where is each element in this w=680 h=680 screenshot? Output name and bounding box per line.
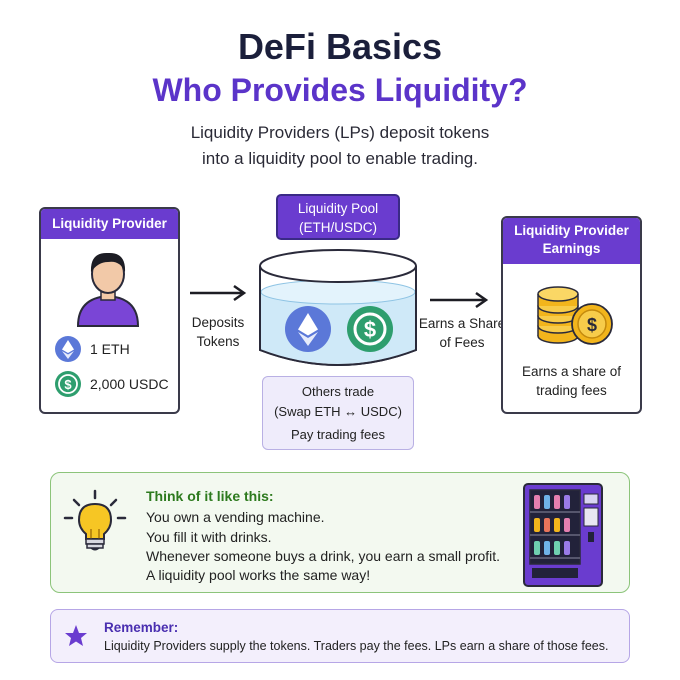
- earn-arrow-label: Earns a Share of Fees: [418, 314, 506, 352]
- star-icon: [65, 625, 87, 646]
- page-subtitle: Who Provides Liquidity?: [152, 72, 528, 108]
- svg-text:$: $: [587, 315, 597, 335]
- svg-text:$: $: [64, 377, 72, 392]
- deposit-arrow-icon: [190, 284, 247, 302]
- token-amount-usdc: 2,000 USDC: [90, 376, 169, 392]
- trade-line-1: Others trade: [301, 384, 375, 399]
- token-row-usdc: 2,000 USDC: [54, 371, 174, 399]
- earnings-text-line-1: Earns a share of: [521, 364, 622, 379]
- pool-label-line-2: (ETH/USDC): [299, 220, 377, 235]
- earnings-text-line-2: trading fees: [536, 383, 607, 398]
- trade-info-box: Others trade (Swap ETH ↔ USDC) Pay tradi…: [262, 376, 414, 450]
- svg-text:$: $: [364, 317, 376, 342]
- liquidity-provider-heading: Liquidity Provider: [41, 209, 178, 239]
- analogy-line-2: You fill it with drinks.: [146, 529, 272, 545]
- earn-arrow-icon: [430, 291, 489, 309]
- trade-line-3: Pay trading fees: [291, 427, 385, 442]
- lightbulb-icon: [63, 489, 127, 551]
- remember-box: [50, 609, 630, 663]
- remember-heading: Remember:: [104, 620, 179, 635]
- remember-text: Liquidity Providers supply the tokens. T…: [104, 639, 609, 653]
- token-amount-eth: 1 ETH: [90, 341, 130, 357]
- earn-label-line-2: of Fees: [439, 335, 485, 350]
- deposit-arrow-label: Deposits Tokens: [182, 313, 254, 351]
- liquidity-pool-container: [259, 249, 417, 366]
- earnings-text: Earns a share of trading fees: [503, 362, 640, 400]
- person-avatar-icon: [76, 252, 140, 327]
- earn-label-line-1: Earns a Share: [418, 316, 506, 331]
- token-row-eth: 1 ETH: [54, 336, 174, 364]
- vending-machine-icon: [523, 483, 603, 587]
- page-title: DeFi Basics: [237, 26, 443, 67]
- trade-line-2: (Swap ETH ↔ USDC): [274, 404, 402, 419]
- coin-stack-icon: $: [537, 286, 613, 345]
- usdc-icon: $: [55, 371, 81, 397]
- analogy-line-1: You own a vending machine.: [146, 509, 325, 525]
- intro-line-2: into a liquidity pool to enable trading.: [202, 149, 478, 168]
- ethereum-icon: [55, 336, 81, 362]
- pool-ethereum-icon: [285, 306, 331, 352]
- deposit-label-line-2: Tokens: [196, 334, 240, 349]
- pool-usdc-icon: $: [347, 306, 393, 352]
- liquidity-pool-label: Liquidity Pool (ETH/USDC): [276, 194, 400, 240]
- intro-line-1: Liquidity Providers (LPs) deposit tokens: [190, 123, 490, 142]
- earnings-heading-line-1: Liquidity Provider: [514, 223, 629, 238]
- analogy-line-4: A liquidity pool works the same way!: [146, 567, 371, 583]
- analogy-line-3: Whenever someone buys a drink, you earn …: [146, 548, 501, 564]
- intro-text: Liquidity Providers (LPs) deposit tokens…: [0, 120, 680, 172]
- analogy-heading: Think of it like this:: [146, 488, 274, 504]
- deposit-label-line-1: Deposits: [191, 315, 245, 330]
- pool-label-line-1: Liquidity Pool: [297, 201, 379, 216]
- earnings-heading: Liquidity Provider Earnings: [503, 218, 640, 264]
- earnings-heading-line-2: Earnings: [542, 241, 601, 256]
